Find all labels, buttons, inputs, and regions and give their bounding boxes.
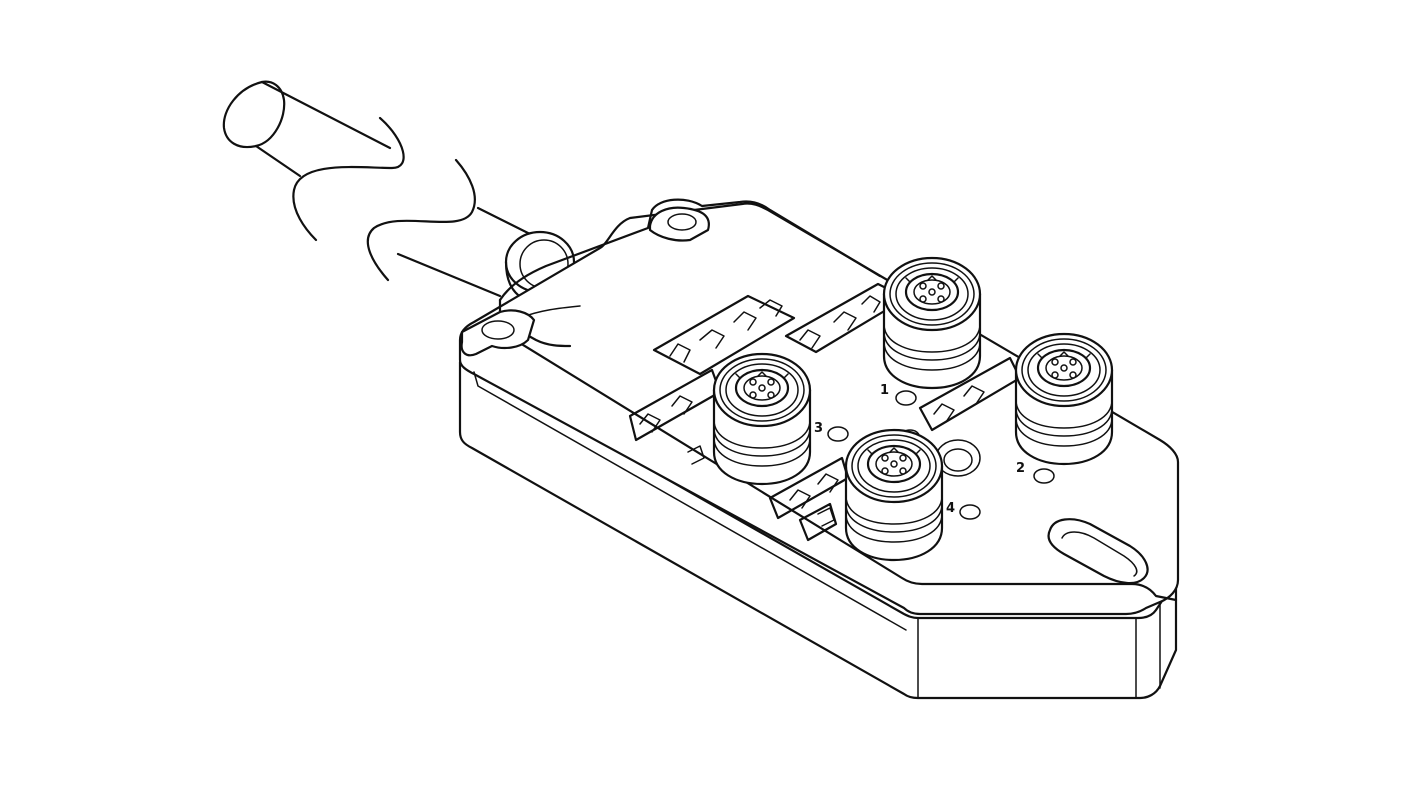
cable-break-line-1 [292,116,405,242]
housing-top-face [458,202,1180,616]
connector-port-4: 4 [817,428,981,562]
cable-break-line-2 [366,158,476,282]
label-pocket-6 [798,502,838,542]
port-label-1: 1 [880,383,889,398]
housing-side-face [458,360,1178,700]
port-label-2: 2 [1016,461,1025,476]
cable-jacket-bottom [254,144,302,178]
cable-jacket-lower-bottom [396,252,502,298]
housing-cover-plate [498,198,882,302]
port-led-2 [1033,468,1055,484]
port-label-3: 3 [814,421,823,436]
connector-port-3: 3 [687,352,849,486]
port-led-3 [827,426,849,442]
cable-end-cap [222,80,286,149]
mounting-ear-left [460,309,536,357]
mounting-slot-right [1047,518,1149,585]
port-led-4 [959,504,981,520]
port-led-1 [895,390,917,406]
connector-port-1: 1 [880,256,982,406]
label-pocket-1 [652,294,796,376]
cable-jacket-lower-top [476,206,536,238]
cable-jacket-top [260,80,392,150]
housing [458,198,1180,700]
port-label-4: 4 [946,501,955,516]
mounting-ear-top [648,206,710,242]
connector-port-2: 2 [1014,332,1114,484]
cable [222,80,536,298]
